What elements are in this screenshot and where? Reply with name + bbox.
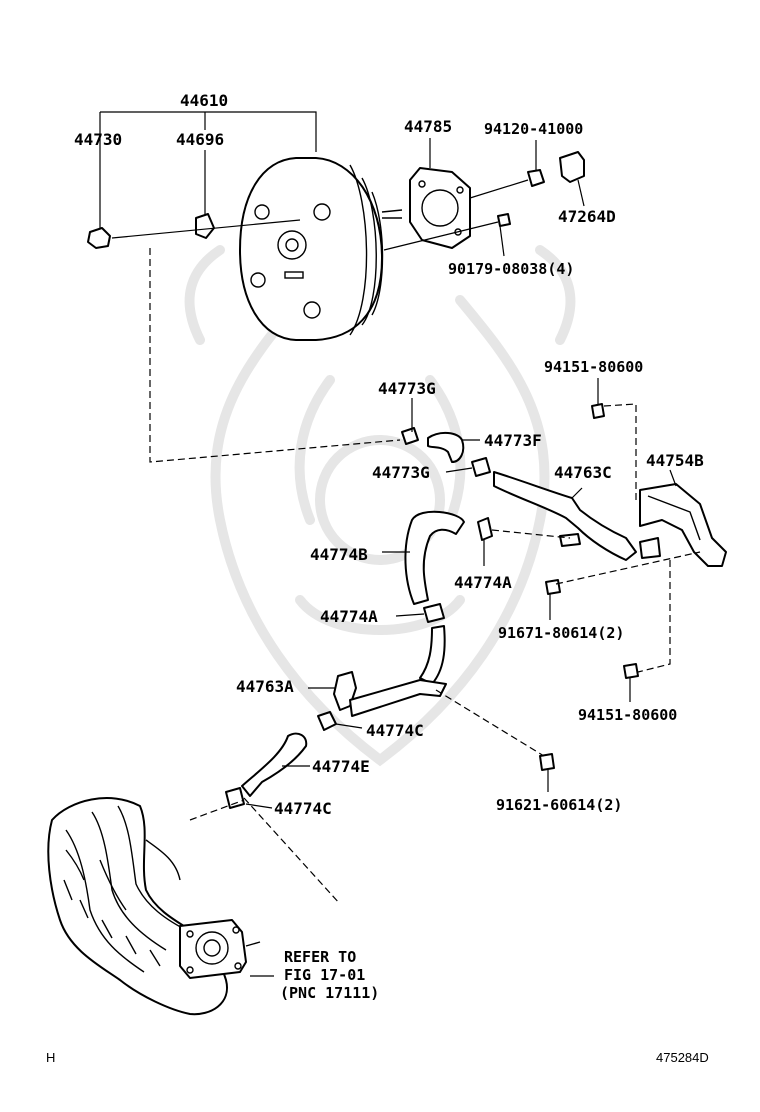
footer: H 475284D bbox=[46, 1050, 709, 1065]
dashed-link-44730 bbox=[149, 248, 401, 463]
booster-small-parts bbox=[87, 151, 585, 249]
label-44774a-right: 44774A bbox=[454, 573, 512, 592]
label-44763c: 44763C bbox=[554, 463, 612, 482]
label-94151-80600-top: 94151-80600 bbox=[544, 358, 643, 376]
label-44774c-top: 44774C bbox=[366, 721, 424, 740]
leader-lines-lower bbox=[245, 378, 677, 977]
footer-mark: H bbox=[46, 1050, 55, 1065]
bolts bbox=[539, 403, 639, 771]
label-91671-80614: 91671-80614(2) bbox=[498, 624, 624, 642]
label-44773g-top: 44773G bbox=[378, 379, 436, 398]
label-44774e: 44774E bbox=[312, 757, 370, 776]
refer-note: REFER TO FIG 17-01 (PNC 17111) bbox=[280, 948, 379, 1002]
label-44763a: 44763A bbox=[236, 677, 294, 696]
label-94151-80600-bottom: 94151-80600 bbox=[578, 706, 677, 724]
label-44610: 44610 bbox=[180, 91, 228, 110]
label-44774c-bottom: 44774C bbox=[274, 799, 332, 818]
lower-pipe-bracket bbox=[225, 671, 447, 809]
label-90179-08038: 90179-08038(4) bbox=[448, 260, 574, 278]
label-44773f: 44773F bbox=[484, 431, 542, 450]
refer-line-3: (PNC 17111) bbox=[280, 984, 379, 1002]
label-94120-41000: 94120-41000 bbox=[484, 120, 583, 138]
drawing-number: 475284D bbox=[656, 1050, 709, 1065]
leader-lines-top bbox=[99, 111, 585, 257]
label-91621-60614: 91621-60614(2) bbox=[496, 796, 622, 814]
label-44696: 44696 bbox=[176, 130, 224, 149]
hose-bracket bbox=[639, 483, 727, 567]
brake-booster bbox=[239, 157, 403, 341]
intake-manifold bbox=[47, 797, 261, 1016]
label-44754b: 44754B bbox=[646, 451, 704, 470]
label-47264d: 47264D bbox=[558, 207, 616, 226]
label-44774a-left: 44774A bbox=[320, 607, 378, 626]
watermark-emblem bbox=[184, 245, 576, 767]
label-44774b: 44774B bbox=[310, 545, 368, 564]
label-44785: 44785 bbox=[404, 117, 452, 136]
label-44773g-bottom: 44773G bbox=[372, 463, 430, 482]
label-44730: 44730 bbox=[74, 130, 122, 149]
booster-gasket bbox=[409, 167, 471, 249]
part-labels: 44610 44730 44696 44785 94120-41000 4726… bbox=[74, 91, 704, 818]
dashed-guides-right bbox=[189, 403, 701, 905]
refer-line-2: FIG 17-01 bbox=[284, 966, 365, 984]
refer-line-1: REFER TO bbox=[284, 948, 356, 966]
vacuum-hoses bbox=[401, 427, 661, 685]
